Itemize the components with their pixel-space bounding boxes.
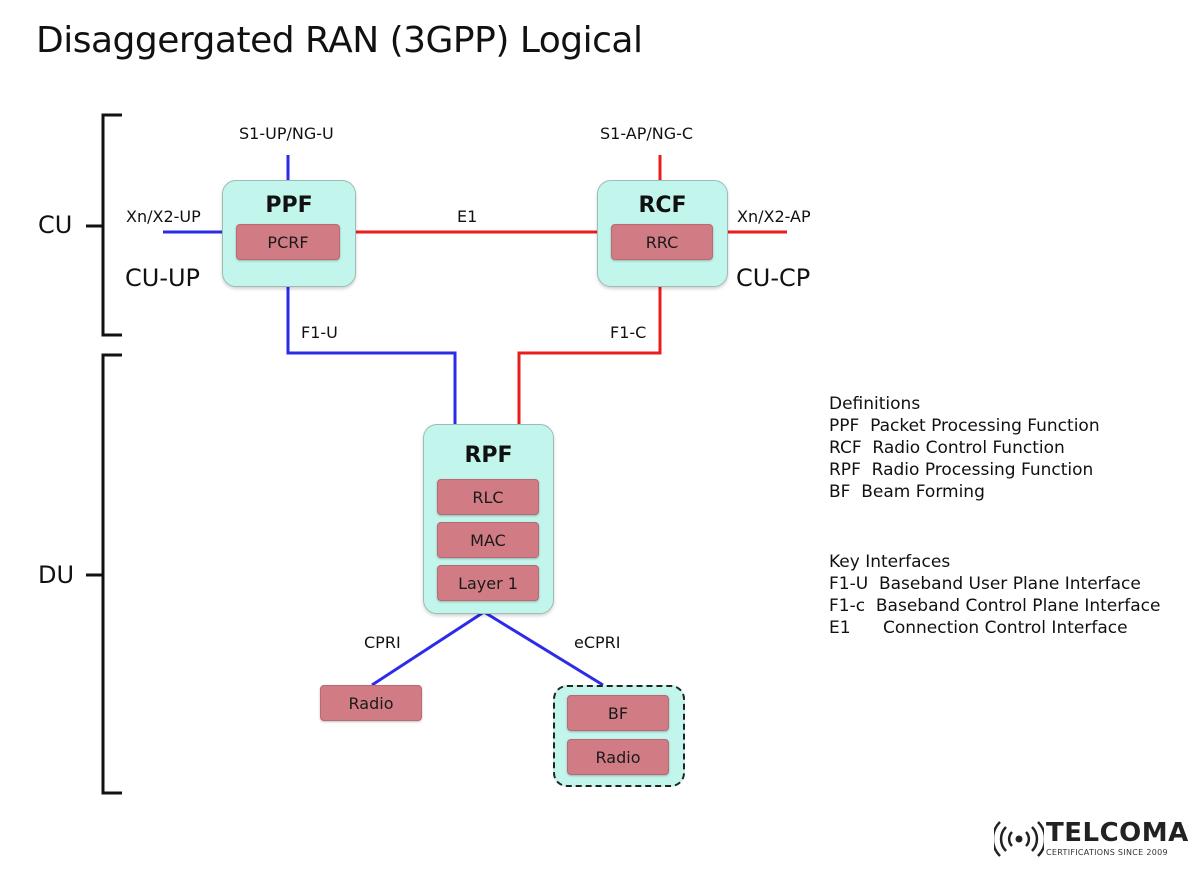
rlc-block: RLC [437, 479, 539, 515]
rpf-node: RPF RLC MAC Layer 1 [423, 424, 554, 614]
ecpri-label: eCPRI [574, 633, 621, 652]
cpri-wire [371, 610, 485, 687]
du-label: DU [38, 561, 75, 589]
key-interfaces-panel: Key Interfaces F1-U Baseband User Plane … [829, 551, 1160, 639]
definition-item: RCF Radio Control Function [829, 438, 1065, 458]
ecpri-wire [483, 610, 604, 687]
key-interface-item: F1-U Baseband User Plane Interface [829, 574, 1141, 594]
definitions-heading: Definitions [829, 394, 921, 414]
xn-ap-label: Xn/X2-AP [737, 207, 811, 226]
key-interfaces-heading: Key Interfaces [829, 552, 951, 572]
mac-block: MAC [437, 522, 539, 558]
cpri-label: CPRI [364, 633, 401, 652]
ppf-title: PPF [265, 193, 313, 218]
definitions-panel: Definitions PPF Packet Processing Functi… [829, 393, 1100, 503]
rpf-title: RPF [464, 443, 513, 468]
rcf-title: RCF [638, 193, 687, 218]
f1-u-label: F1-U [301, 323, 338, 342]
key-interface-item: E1 Connection Control Interface [829, 618, 1128, 638]
xn-up-label: Xn/X2-UP [126, 207, 201, 226]
f1-c-label: F1-C [610, 323, 647, 342]
rrc-block: RRC [611, 224, 713, 260]
logo-tagline: CERTIFICATIONS SINCE 2009 [1046, 848, 1168, 857]
ppf-node: PPF PCRF [222, 180, 356, 287]
radio-left-block: Radio [320, 685, 422, 721]
e1-label: E1 [457, 207, 478, 226]
cu-label: CU [38, 211, 73, 239]
page-title: Disaggergated RAN (3GPP) Logical [36, 20, 643, 61]
bf-block: BF [567, 695, 669, 731]
key-interface-item: F1-c Baseband Control Plane Interface [829, 596, 1161, 616]
cu-bracket [101, 113, 122, 337]
cu-cp-label: CU-CP [736, 264, 811, 292]
pcrf-block: PCRF [236, 224, 340, 260]
definition-item: BF Beam Forming [829, 482, 985, 502]
radio-right-block: Radio [567, 739, 669, 775]
telcoma-logo: TELCOMA CERTIFICATIONS SINCE 2009 [991, 818, 1188, 860]
logo-name: TELCOMA [1046, 818, 1189, 848]
f1-c-wire [517, 285, 662, 424]
f1-u-wire [286, 285, 457, 424]
definition-item: PPF Packet Processing Function [829, 416, 1100, 436]
cu-up-label: CU-UP [125, 264, 201, 292]
definition-item: RPF Radio Processing Function [829, 460, 1094, 480]
s1-up-label: S1-UP/NG-U [239, 124, 334, 143]
layer1-block: Layer 1 [437, 565, 539, 601]
rcf-node: RCF RRC [597, 180, 728, 287]
signal-icon [991, 821, 1047, 857]
bf-radio-group: BF Radio [553, 685, 685, 787]
du-bracket [101, 353, 122, 795]
s1-ap-label: S1-AP/NG-C [600, 124, 694, 143]
